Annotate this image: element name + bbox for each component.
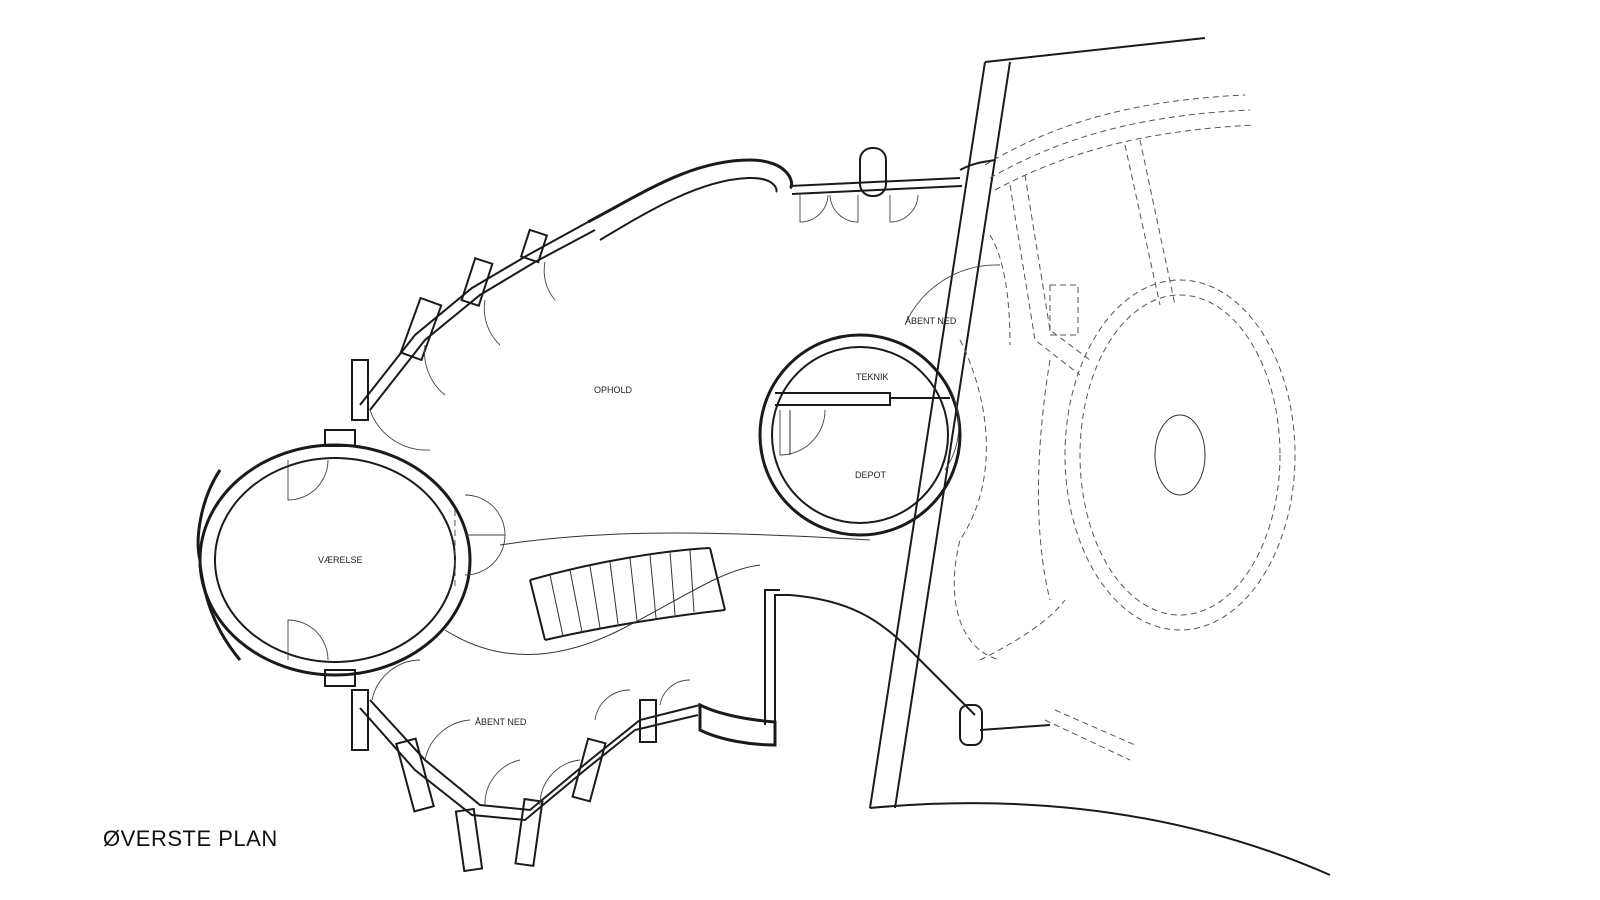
lower-level-outline — [953, 94, 1296, 761]
plan-title: ØVERSTE PLAN — [103, 826, 278, 851]
room-labels: VÆRELSE OPHOLD TEKNIK DEPOT ÅBENT NED ÅB… — [318, 316, 957, 727]
north-wall — [351, 147, 996, 421]
label-aabent-ned-top: ÅBENT NED — [905, 316, 957, 326]
south-door-swings — [371, 659, 691, 806]
label-teknik: TEKNIK — [856, 372, 889, 382]
staircase — [444, 532, 871, 655]
site-boundary — [869, 37, 1331, 876]
teknik-depot-core — [758, 264, 1001, 537]
label-aabent-ned-bottom: ÅBENT NED — [475, 717, 527, 727]
label-vaerelse: VÆRELSE — [318, 555, 363, 565]
label-ophold: OPHOLD — [594, 385, 633, 395]
vaerelse-room — [196, 429, 506, 687]
south-wall — [351, 589, 1051, 873]
label-depot: DEPOT — [855, 470, 887, 480]
north-door-swings — [369, 194, 919, 451]
